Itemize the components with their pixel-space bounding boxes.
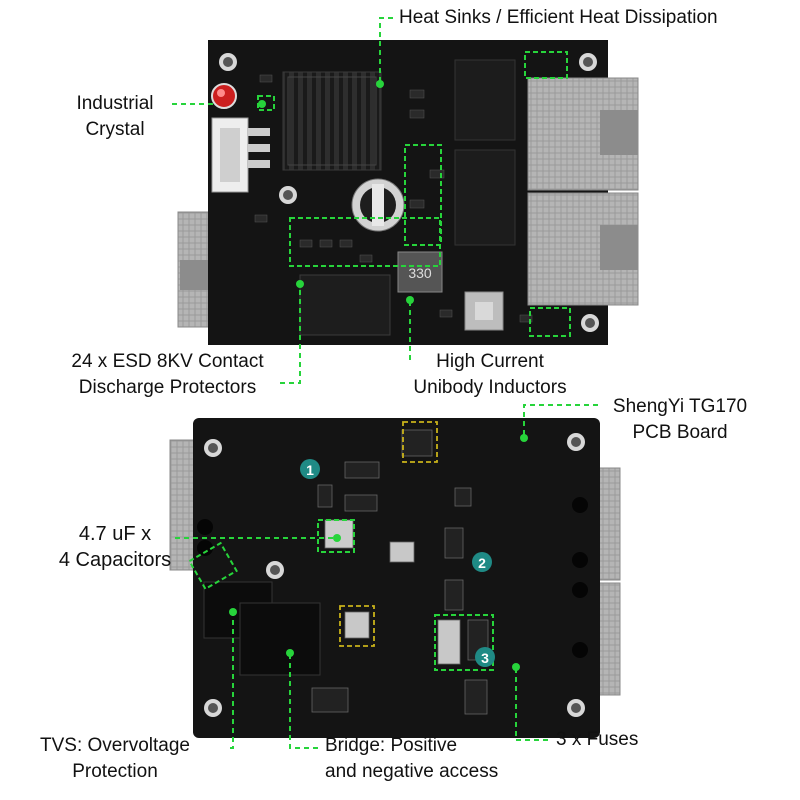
esd-chip — [299, 274, 391, 336]
heat-sink — [282, 71, 382, 171]
label-bridge-line2: and negative access — [325, 761, 499, 782]
label-esd-line2: Discharge Protectors — [78, 377, 257, 398]
label-capacitors: 4.7 uF x 4 Capacitors — [40, 521, 190, 573]
label-capacitors-line2: 4 Capacitors — [58, 549, 172, 571]
top-board: 330 — [177, 40, 639, 345]
bottom-pcb — [193, 418, 600, 738]
label-inductors: High Current Unibody Inductors — [390, 349, 590, 401]
label-crystal-line1: Industrial — [76, 93, 154, 114]
label-esd: 24 x ESD 8KV Contact Discharge Protector… — [55, 349, 280, 401]
label-crystal-line2: Crystal — [85, 119, 145, 140]
marker-2 — [472, 552, 492, 572]
label-fuses: 3 x Fuses — [556, 729, 639, 750]
crystal — [211, 83, 237, 109]
label-pcb: ShengYi TG170 PCB Board — [600, 394, 760, 446]
label-tvs-line2: Protection — [72, 761, 158, 782]
label-inductors-line1: High Current — [436, 351, 544, 372]
bottom-board: 1 2 3 — [169, 418, 621, 738]
label-pcb-line1: ShengYi TG170 — [612, 396, 748, 417]
highlight-boxes — [257, 51, 571, 337]
svg-text:1: 1 — [306, 462, 314, 478]
transformer-2 — [454, 149, 516, 246]
inductor — [397, 251, 443, 293]
callout-dots — [229, 80, 528, 671]
label-tvs-line1: TVS: Overvoltage — [40, 735, 190, 756]
inductor-marking: 330 — [408, 265, 432, 281]
marker-1 — [300, 459, 320, 479]
label-pcb-line2: PCB Board — [632, 422, 728, 443]
label-inductors-line2: Unibody Inductors — [413, 377, 567, 398]
marker-group: 1 2 3 — [300, 459, 495, 667]
svg-text:2: 2 — [478, 555, 486, 571]
label-esd-line1: 24 x ESD 8KV Contact — [71, 351, 264, 372]
label-bridge: Bridge: Positive and negative access — [325, 733, 498, 785]
callout-lines — [172, 17, 598, 749]
svg-text:3: 3 — [481, 650, 489, 666]
marker-3 — [475, 647, 495, 667]
label-tvs: TVS: Overvoltage Protection — [15, 733, 215, 785]
label-bridge-line1: Bridge: Positive — [325, 735, 458, 756]
bridge-package — [239, 602, 321, 676]
label-crystal: Industrial Crystal — [60, 91, 170, 143]
label-capacitors-line1: 4.7 uF x — [78, 523, 152, 545]
transformer-1 — [454, 59, 516, 141]
label-heat-sinks: Heat Sinks / Efficient Heat Dissipation — [399, 7, 718, 28]
